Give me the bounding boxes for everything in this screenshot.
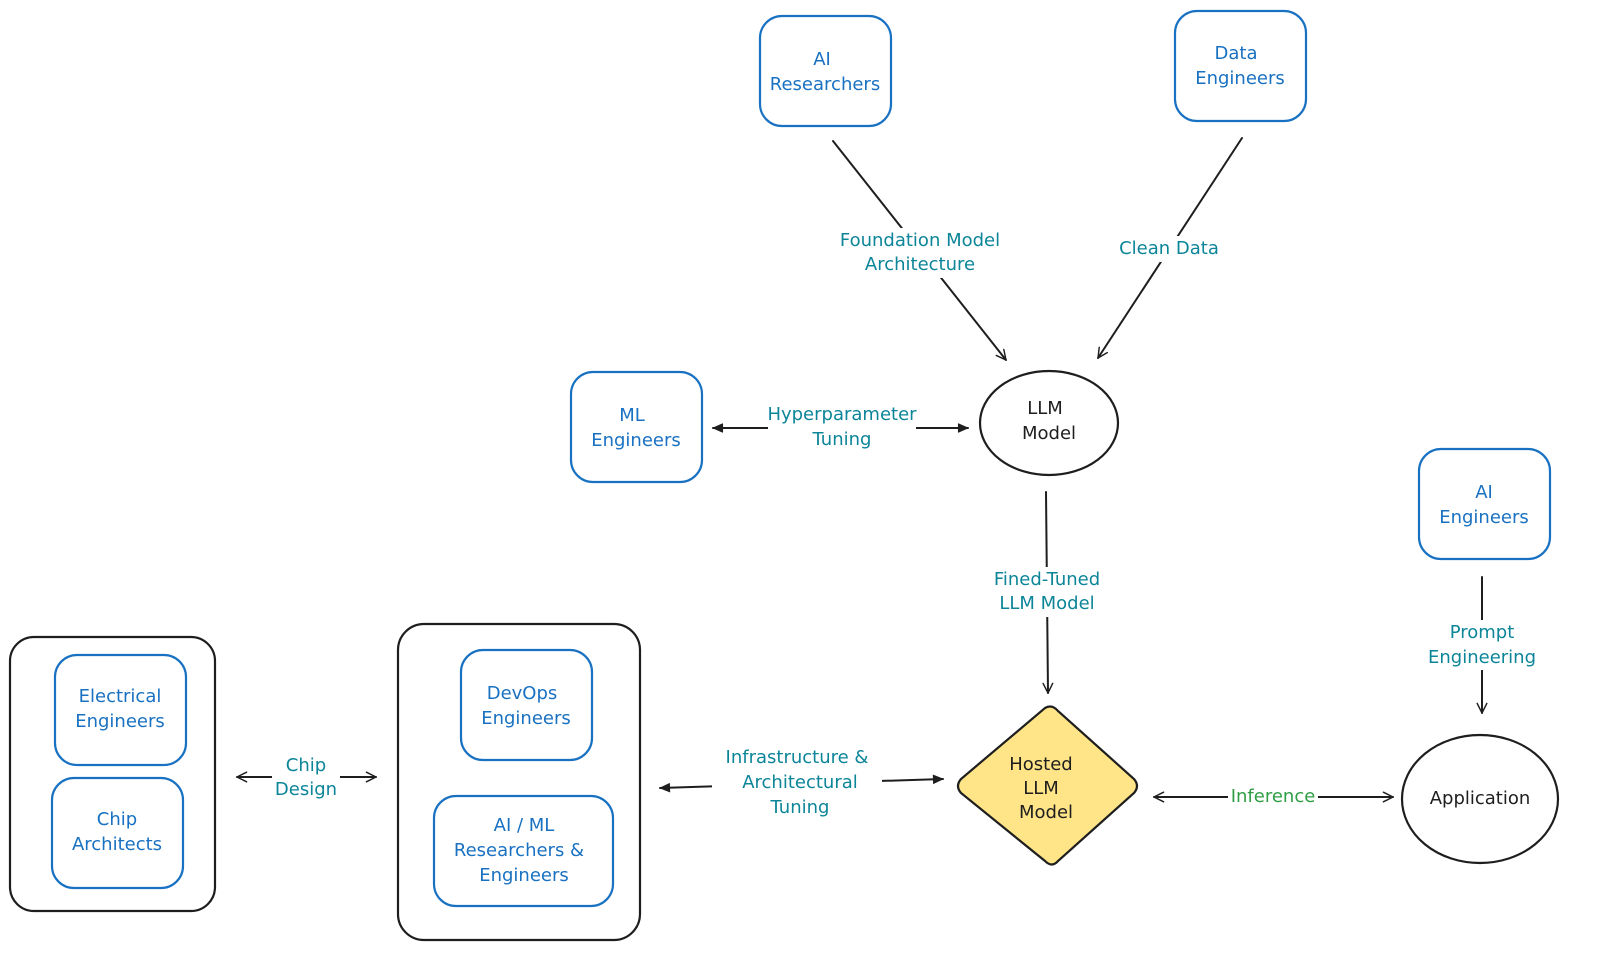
node-hosted-line-3: Model xyxy=(1019,802,1073,823)
label-foundation-line-2: Architecture xyxy=(865,254,975,275)
role-ai-ml-line-3: Engineers xyxy=(479,865,569,886)
role-ai-researchers: AI Researchers xyxy=(758,14,893,128)
node-application-line-1: Application xyxy=(1430,788,1531,809)
role-ai-engineers-line-1: AI xyxy=(1475,482,1493,503)
role-ai-researchers-line-2: Researchers xyxy=(770,74,880,95)
label-fine-tuned: Fined-Tuned LLM Model xyxy=(990,567,1104,617)
role-electrical-engineers: Electrical Engineers xyxy=(53,653,188,767)
node-hosted-line-1: Hosted xyxy=(1009,754,1072,775)
role-devops-engineers: DevOps Engineers xyxy=(459,648,594,762)
role-ai-engineers-line-2: Engineers xyxy=(1439,507,1529,528)
label-inference-line-1: Inference xyxy=(1231,786,1316,807)
label-hyper-line-1: Hyperparameter xyxy=(767,404,917,425)
label-inference: Inference xyxy=(1228,784,1318,810)
label-clean-data: Clean Data xyxy=(1112,236,1226,262)
node-hosted-line-2: LLM xyxy=(1023,778,1059,799)
role-chip-architects-line-1: Chip xyxy=(97,809,137,830)
node-application: Application xyxy=(1400,733,1560,865)
label-chip-design: Chip Design xyxy=(272,753,340,803)
node-llm-model: LLM Model xyxy=(978,369,1120,477)
label-prompt-engineering: Prompt Engineering xyxy=(1428,620,1536,670)
role-electrical-line-1: Electrical xyxy=(79,686,162,707)
label-chip-design-line-1: Chip xyxy=(286,755,326,776)
label-infra-line-2: Architectural xyxy=(742,772,858,793)
role-data-engineers: Data Engineers xyxy=(1173,9,1308,123)
role-data-engineers-line-1: Data xyxy=(1215,43,1258,64)
label-clean-data-line-1: Clean Data xyxy=(1119,238,1219,259)
label-infra-line-1: Infrastructure & xyxy=(726,747,869,768)
label-hyperparameter-tuning: Hyperparameter Tuning xyxy=(767,403,917,453)
label-hyper-line-2: Tuning xyxy=(812,429,872,450)
label-infrastructure: Infrastructure & Architectural Tuning xyxy=(712,745,882,821)
role-chip-architects: Chip Architects xyxy=(50,776,185,890)
group-chip: Electrical Engineers Chip Architects xyxy=(8,635,217,913)
role-ml-engineers-line-1: ML xyxy=(619,405,645,426)
role-ml-engineers-line-2: Engineers xyxy=(591,430,681,451)
label-foundation-model: Foundation Model Architecture xyxy=(838,228,1002,278)
role-ml-engineers: ML Engineers xyxy=(569,370,704,484)
role-ai-ml-line-1: AI / ML xyxy=(494,815,555,836)
label-chip-design-line-2: Design xyxy=(275,779,337,800)
label-prompt-line-1: Prompt xyxy=(1450,622,1515,643)
role-devops-line-2: Engineers xyxy=(481,708,571,729)
role-data-engineers-line-2: Engineers xyxy=(1195,68,1285,89)
role-chip-architects-line-2: Architects xyxy=(72,834,162,855)
role-ai-engineers: AI Engineers xyxy=(1417,447,1552,561)
label-fine-tuned-line-2: LLM Model xyxy=(999,593,1094,614)
role-devops-line-1: DevOps xyxy=(487,683,558,704)
node-llm-line-2: Model xyxy=(1022,423,1076,444)
role-ai-researchers-line-1: AI xyxy=(813,49,831,70)
role-electrical-line-2: Engineers xyxy=(75,711,165,732)
role-ai-ml-line-2: Researchers & xyxy=(454,840,584,861)
node-hosted-llm-model: Hosted LLM Model xyxy=(956,705,1139,866)
label-infra-line-3: Tuning xyxy=(770,797,830,818)
group-infrastructure: DevOps Engineers AI / ML Researchers & E… xyxy=(396,622,642,942)
label-prompt-line-2: Engineering xyxy=(1428,647,1536,668)
label-foundation-line-1: Foundation Model xyxy=(840,230,1000,251)
node-llm-line-1: LLM xyxy=(1027,398,1063,419)
role-ai-ml-researchers: AI / ML Researchers & Engineers xyxy=(432,794,615,908)
label-fine-tuned-line-1: Fined-Tuned xyxy=(994,569,1100,590)
